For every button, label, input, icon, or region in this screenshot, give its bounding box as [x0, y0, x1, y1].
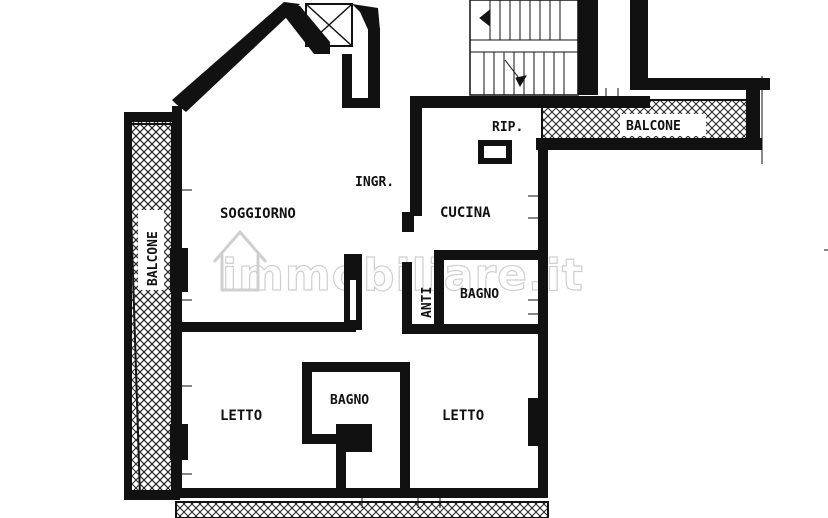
- room-labels: SOGGIORNO INGR. CUCINA RIP. ANTI BAGNO L…: [220, 120, 523, 424]
- balcony-label-left: BALCONE: [146, 231, 161, 286]
- room-label-cucina: CUCINA: [440, 205, 491, 221]
- house-icon: [212, 229, 268, 292]
- room-label-soggiorno: SOGGIORNO: [220, 206, 296, 222]
- room-label-anti: ANTI: [420, 287, 435, 318]
- room-label-letto-right: LETTO: [442, 408, 484, 424]
- balcony-labels: BALCONE BALCONE: [138, 114, 706, 290]
- room-label-ingresso: INGR.: [355, 175, 394, 190]
- room-label-bagno-center: BAGNO: [330, 393, 369, 408]
- room-label-letto-left: LETTO: [220, 408, 262, 424]
- window-marks: [176, 76, 828, 508]
- interior-walls: [176, 140, 542, 492]
- watermark: immobiliare.it: [212, 229, 583, 302]
- room-label-ripostiglio: RIP.: [492, 120, 523, 135]
- stairwell: [469, 0, 770, 96]
- room-label-bagno-top: BAGNO: [460, 287, 499, 302]
- exterior-walls: [124, 2, 762, 500]
- balcony-label-right: BALCONE: [626, 119, 681, 134]
